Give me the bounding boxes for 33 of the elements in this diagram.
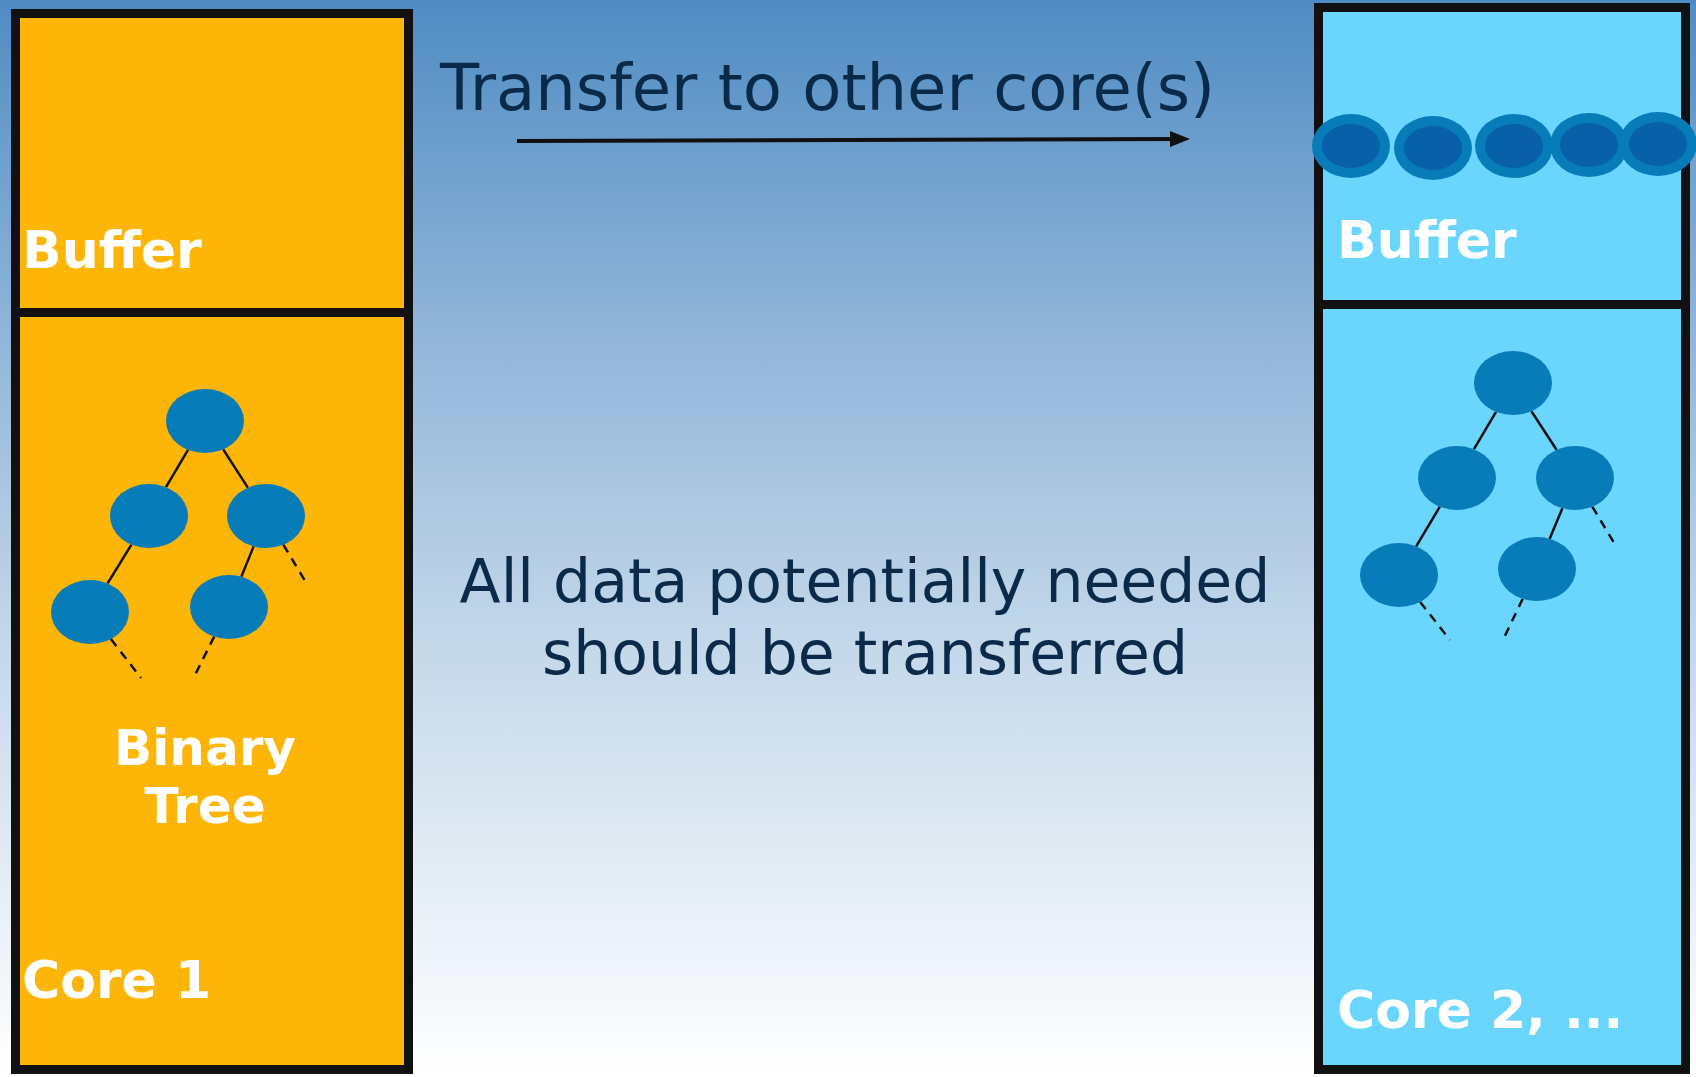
connector (1548, 507, 1564, 540)
connector (1472, 411, 1498, 450)
connector (240, 545, 255, 578)
tree-node (51, 580, 129, 644)
dashed-connector (1419, 601, 1451, 641)
tree-node (166, 389, 244, 453)
tree-caption: Binary Tree (113, 720, 297, 835)
box-title: Core 1 (22, 950, 212, 1010)
tree-node (1360, 543, 1438, 607)
tree-node (1498, 537, 1576, 601)
connector (1415, 506, 1441, 547)
tree-node (110, 484, 188, 548)
connector (1530, 410, 1558, 451)
data-item (1312, 114, 1390, 178)
tree-node (1418, 446, 1496, 510)
box-title: Buffer (22, 220, 202, 280)
buffer-box (11, 9, 413, 317)
heading-text: Transfer to other core(s) (440, 50, 1216, 127)
tree-node (190, 575, 268, 639)
box-title: Core 2, ... (1337, 980, 1624, 1040)
tree-node (1474, 351, 1552, 415)
dashed-connector (109, 638, 142, 679)
box-title: Buffer (1337, 210, 1517, 270)
tree-node (1536, 446, 1614, 510)
tree-node (227, 484, 305, 548)
core-box (11, 317, 413, 1074)
connector (222, 448, 249, 489)
connector (164, 449, 190, 488)
data-item (1475, 114, 1553, 178)
note-text: All data potentially needed should be transferred (458, 545, 1272, 689)
connector (106, 543, 133, 585)
core-box (1314, 309, 1690, 1074)
data-item (1394, 116, 1472, 180)
